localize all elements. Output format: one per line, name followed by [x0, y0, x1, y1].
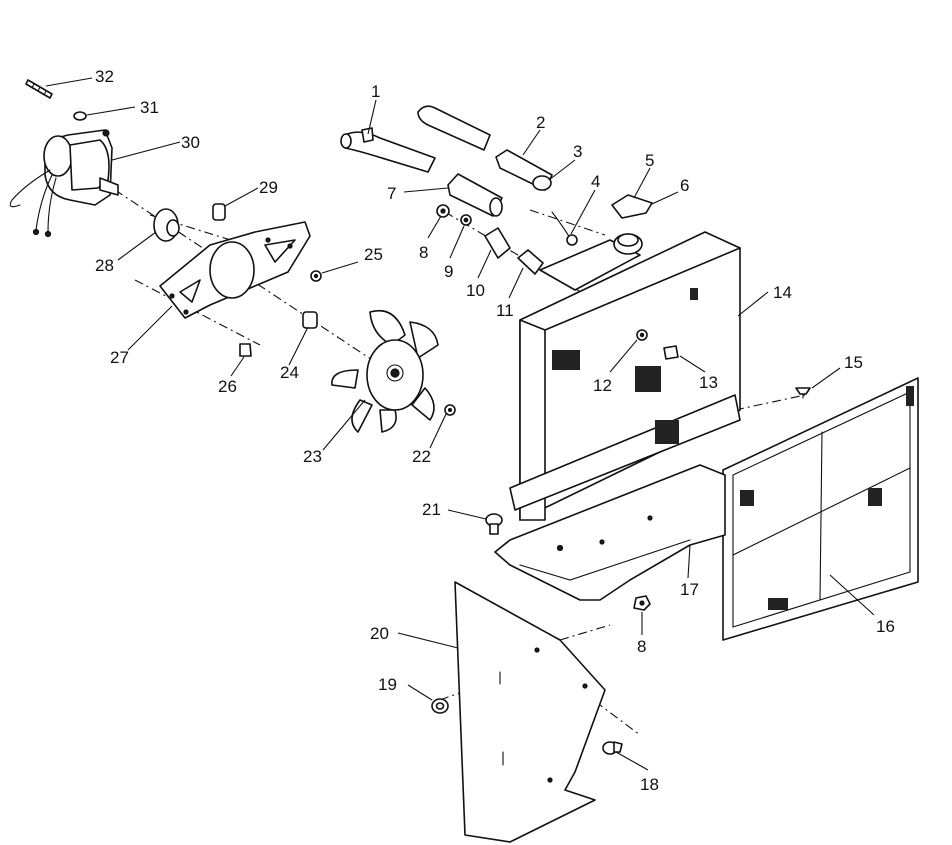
callout-25: 25 — [364, 245, 383, 264]
callout-2: 2 — [536, 113, 545, 132]
fan-blade-23 — [331, 310, 439, 433]
bolt-21 — [485, 513, 503, 535]
callout-labels: 1 2 3 4 5 6 7 8 9 10 11 12 13 14 15 16 1… — [95, 67, 895, 794]
motor-bracket-27 — [159, 221, 311, 319]
nut-22 — [444, 404, 456, 416]
side-panel-20 — [454, 581, 606, 843]
callout-13: 13 — [699, 373, 718, 392]
callout-26: 26 — [218, 377, 237, 396]
radiator-14 — [509, 231, 741, 521]
radiator-cap-6 — [611, 194, 653, 219]
callout-7: 7 — [387, 184, 396, 203]
fan-motor — [9, 129, 119, 238]
callout-3: 3 — [573, 142, 582, 161]
callout-1: 1 — [371, 82, 380, 101]
callout-10: 10 — [466, 281, 485, 300]
callout-9: 9 — [444, 262, 453, 281]
washer-12 — [636, 329, 648, 341]
fastener-18 — [602, 741, 623, 755]
callout-29: 29 — [259, 178, 278, 197]
callout-17: 17 — [680, 580, 699, 599]
screw-13 — [663, 345, 679, 360]
spacer-24 — [302, 311, 318, 329]
callout-23: 23 — [303, 447, 322, 466]
spacer-29 — [212, 203, 226, 221]
screw-32 — [25, 79, 53, 99]
callout-8-lower: 8 — [637, 637, 646, 656]
callout-18: 18 — [640, 775, 659, 794]
callout-12: 12 — [593, 376, 612, 395]
hose-7 — [447, 173, 503, 217]
callout-20: 20 — [370, 624, 389, 643]
callout-31: 31 — [140, 98, 159, 117]
fastener-15 — [795, 387, 811, 399]
callout-27: 27 — [110, 348, 129, 367]
grommet-28 — [153, 208, 180, 242]
clamp-3 — [532, 175, 552, 191]
callout-6: 6 — [680, 176, 689, 195]
callout-5: 5 — [645, 151, 654, 170]
hose-1 — [340, 127, 436, 173]
callout-4: 4 — [591, 172, 600, 191]
hose-11 — [517, 249, 544, 275]
callout-32: 32 — [95, 67, 114, 86]
screw-26 — [239, 343, 252, 357]
upper-hose — [417, 105, 491, 151]
callout-14: 14 — [773, 283, 792, 302]
callout-21: 21 — [422, 500, 441, 519]
nut-25 — [310, 270, 322, 282]
callout-22: 22 — [412, 447, 431, 466]
fitting-10 — [484, 227, 511, 259]
callout-24: 24 — [280, 363, 299, 382]
clip-4 — [551, 211, 578, 246]
nut-8-bottom — [633, 595, 651, 611]
washer-9 — [460, 214, 472, 226]
callout-16: 16 — [876, 617, 895, 636]
washer-31 — [73, 111, 87, 121]
nut-8-top — [436, 204, 450, 218]
callout-11: 11 — [496, 301, 514, 320]
callout-8: 8 — [419, 243, 428, 262]
radiator-screen-16 — [722, 377, 919, 641]
callout-19: 19 — [378, 675, 397, 694]
cap-neck-5 — [613, 233, 643, 255]
callout-28: 28 — [95, 256, 114, 275]
grommet-19 — [431, 698, 449, 714]
callout-30: 30 — [181, 133, 200, 152]
callout-15: 15 — [844, 353, 863, 372]
leader-lines — [45, 77, 875, 771]
